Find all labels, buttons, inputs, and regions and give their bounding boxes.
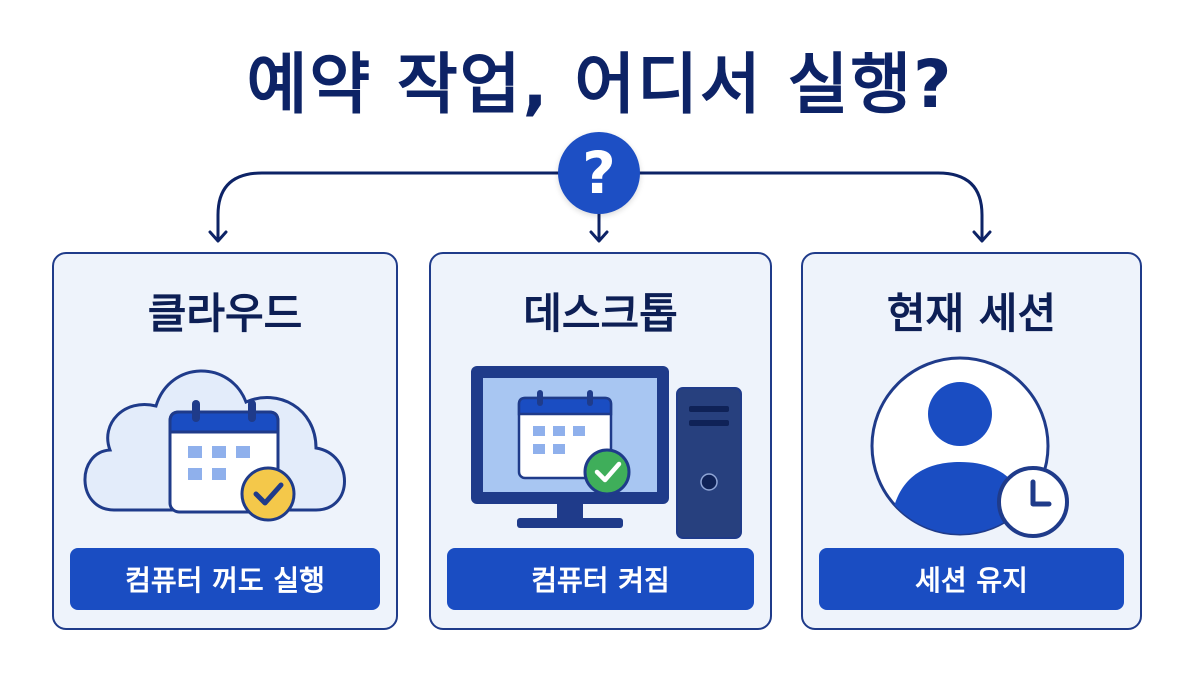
computer-on-button[interactable]: 컴퓨터 켜짐 (447, 548, 754, 610)
card-title: 데스크톱 (523, 289, 678, 338)
arrowhead-left (208, 230, 228, 243)
check-icon (240, 466, 296, 522)
arrowhead-center (589, 230, 609, 243)
card-title: 현재 세션 (886, 289, 1057, 338)
page-title: 예약 작업, 어디서 실행? (246, 46, 954, 123)
cloud-calendar-icon (83, 369, 346, 522)
option-card-session: 현재 세션 세션 유지 (801, 252, 1142, 630)
connector-right (638, 171, 984, 242)
branch-connectors (208, 171, 992, 243)
question-icon: ? (558, 132, 640, 214)
user-session-clock-icon (870, 356, 1069, 538)
desktop-computer-icon (471, 366, 742, 539)
connector-left (216, 171, 560, 242)
check-icon (583, 448, 631, 496)
keep-session-button[interactable]: 세션 유지 (819, 548, 1124, 610)
card-title: 클라우드 (147, 289, 303, 338)
option-card-desktop: 데스크톱 컴퓨터 켜짐 (429, 252, 772, 630)
option-card-cloud: 클라우드 컴퓨터 꺼도 실행 (52, 252, 398, 630)
arrowhead-right (972, 230, 992, 243)
run-when-off-button[interactable]: 컴퓨터 꺼도 실행 (70, 548, 380, 610)
